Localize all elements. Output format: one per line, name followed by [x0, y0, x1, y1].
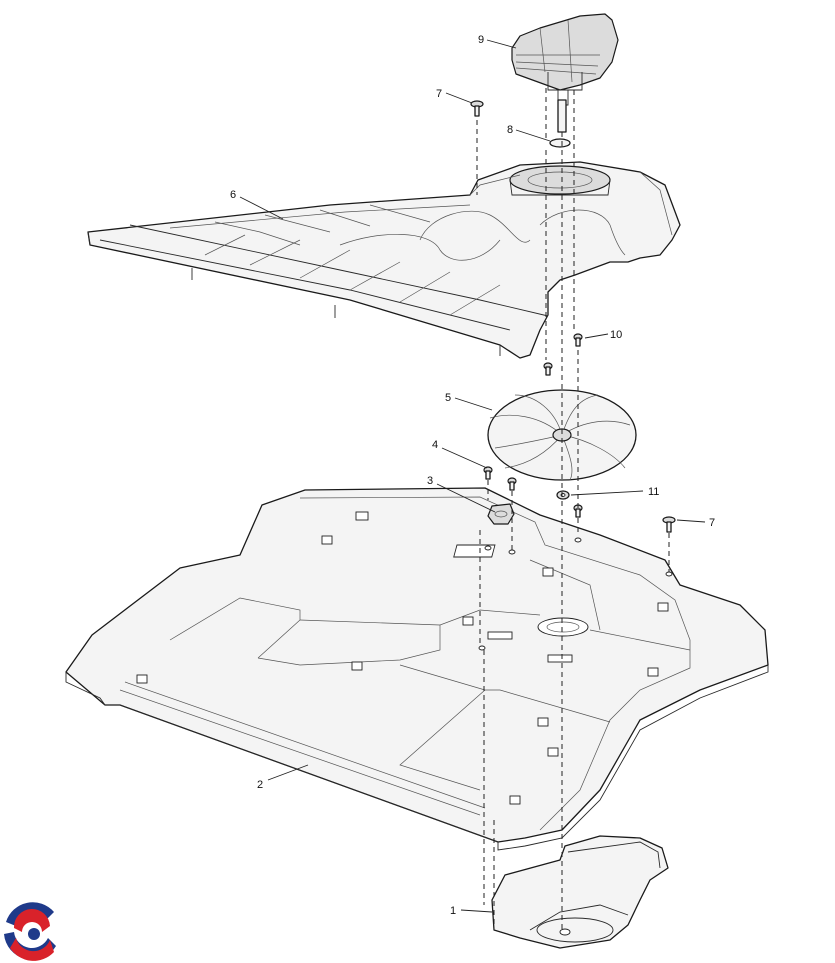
air-duct-part-6 [87, 161, 681, 359]
clip-part-8 [549, 138, 571, 148]
callout-4: 4 [432, 439, 438, 451]
callout-labels: 1 2 3 4 5 6 7 7 8 9 10 11 [230, 34, 715, 917]
base-plate-part-2 [65, 487, 769, 851]
motor-part-9 [511, 13, 619, 133]
callout-10: 10 [610, 329, 622, 341]
callout-5: 5 [445, 392, 451, 404]
leader-lines [239, 39, 706, 913]
callout-7-top: 7 [436, 88, 442, 100]
callout-3: 3 [427, 475, 433, 487]
screw-part-4 [483, 466, 517, 491]
base-clip-slots [136, 511, 669, 805]
callout-6: 6 [230, 189, 236, 201]
brand-swirl-logo [2, 900, 62, 961]
screw-part-10 [543, 333, 583, 376]
assembly-axis-lines [476, 88, 670, 930]
screw-part-7-side [573, 504, 676, 533]
callout-9: 9 [478, 34, 484, 46]
bottom-shroud-part-1 [491, 835, 669, 949]
bracket-part-3 [487, 503, 515, 525]
fan-impeller-part-5 [487, 389, 637, 481]
callout-11: 11 [648, 486, 659, 498]
callout-2: 2 [257, 779, 263, 791]
screw-part-7-top [470, 100, 484, 117]
callout-7-side: 7 [709, 517, 715, 529]
nut-part-11 [556, 490, 570, 500]
callout-8: 8 [507, 124, 513, 136]
callout-1: 1 [450, 905, 456, 917]
